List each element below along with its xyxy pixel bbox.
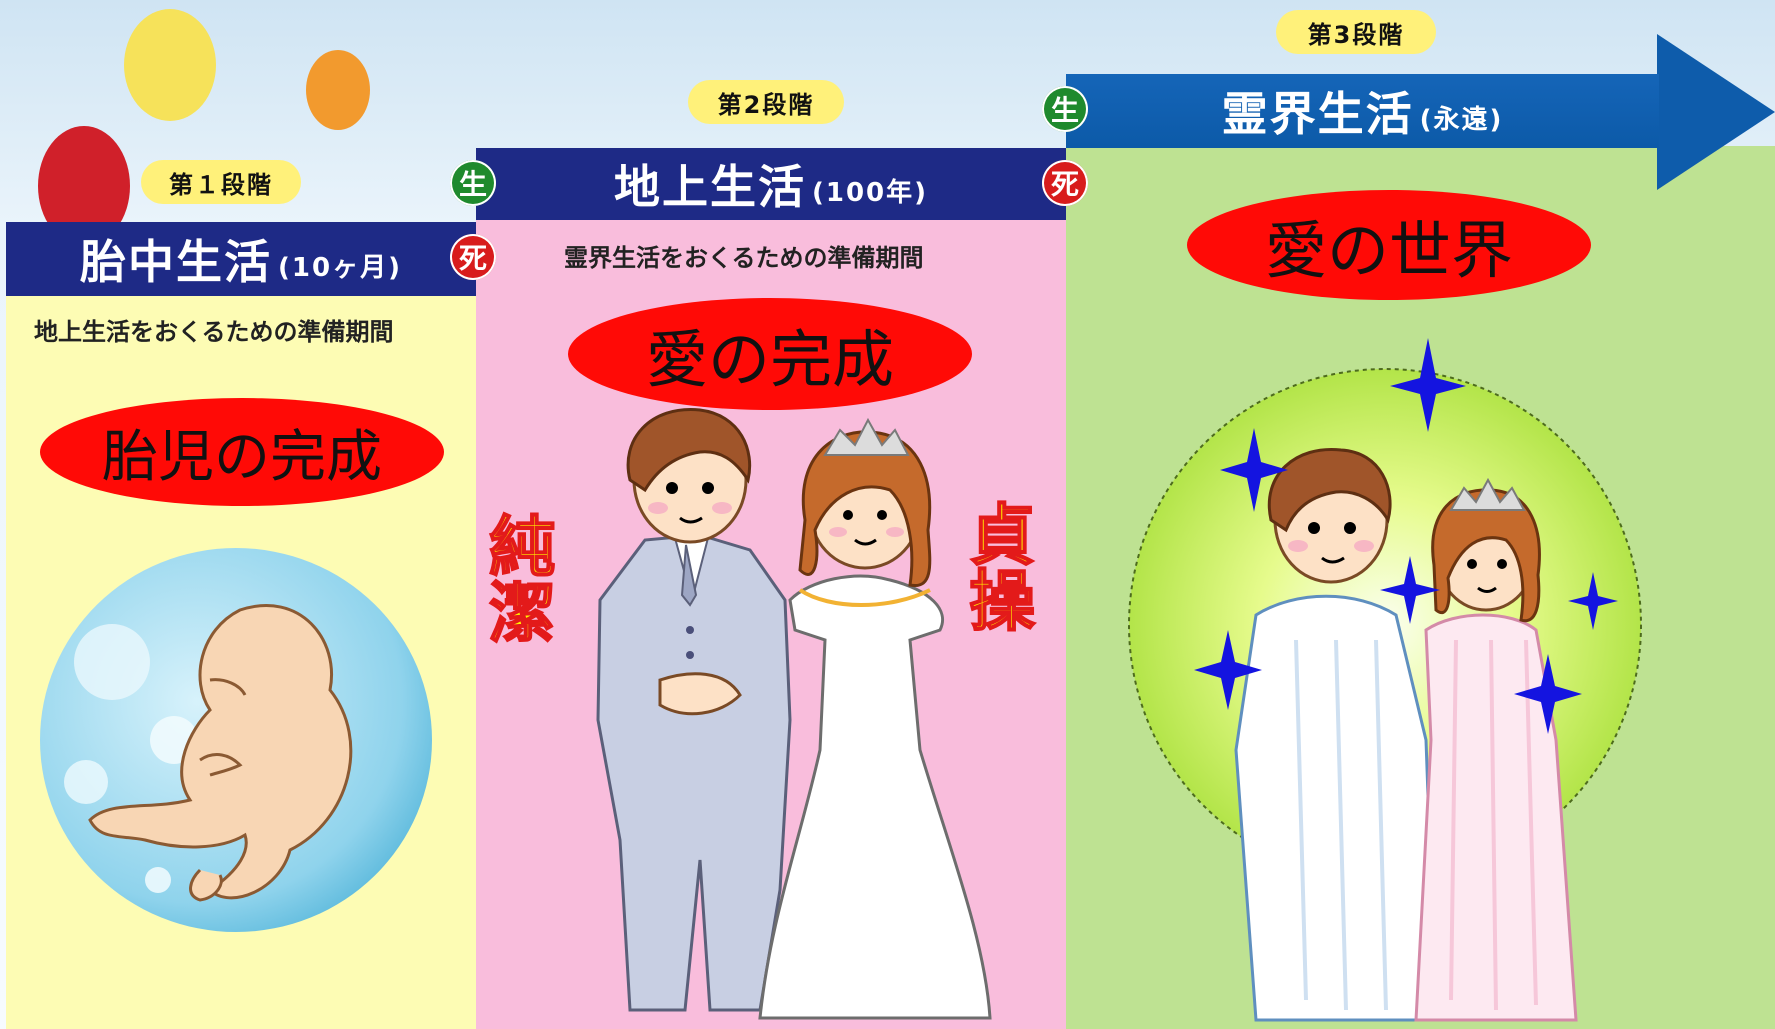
stage-3-duration: (永遠) [1419,104,1504,135]
death-marker-stage-2: 死 [1042,160,1088,206]
timeline-arrow-head [1657,34,1775,190]
stage-1-pill: 第１段階 [141,160,301,204]
embryo-illustration [40,548,432,932]
bride-icon [758,417,992,1020]
stage-2-title-bar: 地上生活 (100年) [476,148,1066,220]
stage-3-goal: 愛の世界 [1187,190,1591,300]
stage-2-pill: 第2段階 [688,80,844,124]
virtue-purity: 純潔 [477,511,557,645]
stage-1-title: 胎中生活 [80,235,273,289]
stage-1-goal: 胎児の完成 [40,398,444,506]
spirit-couple [1234,447,1578,1022]
stage-3-title-bar: 霊界生活 (永遠) [1066,74,1659,148]
stage-3-pill: 第3段階 [1276,10,1436,54]
balloon-icon [124,9,216,121]
spirit-woman-icon [1414,477,1578,1022]
virtue-fidelity: 貞操 [957,499,1037,633]
stage-2-goal: 愛の完成 [568,298,972,410]
balloon-icon [306,50,370,130]
death-marker-stage-1: 死 [450,234,496,280]
groom-icon [596,408,792,1012]
stage-1-title-bar: 胎中生活 (10ヶ月) [6,222,476,296]
life-marker-stage-2: 生 [450,160,496,206]
spirit-man-icon [1234,447,1438,1022]
stage-2-title: 地上生活 [613,160,806,214]
stage-3-title: 霊界生活 [1221,87,1414,141]
stage-1-duration: (10ヶ月) [278,252,402,283]
stage-2-duration: (100年) [811,177,929,208]
wedding-couple [596,408,992,1020]
balloon-icon [38,126,130,246]
stage-1-subtitle: 地上生活をおくるための準備期間 [34,318,394,346]
life-marker-stage-3: 生 [1042,86,1088,132]
stage-2-subtitle: 霊界生活をおくるための準備期間 [564,244,924,272]
